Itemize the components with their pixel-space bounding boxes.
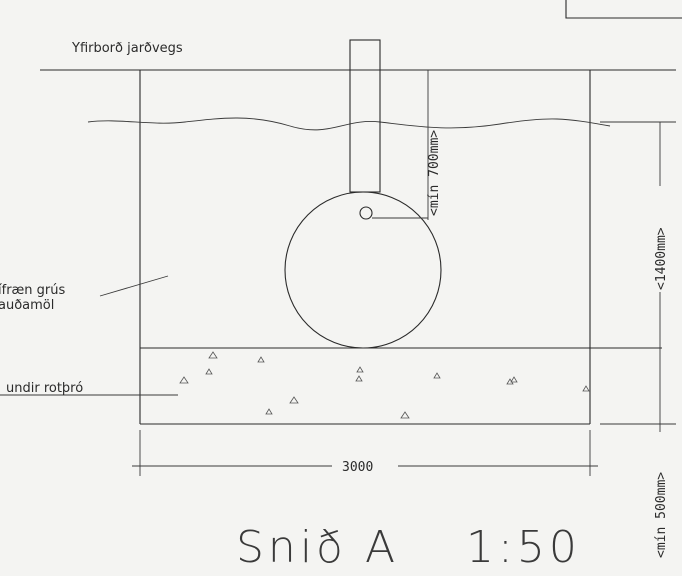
depth-dim: <1400mm>: [654, 227, 669, 290]
tank-outlet: [359, 206, 373, 220]
min-base-dim: <mín 500mm>: [654, 472, 669, 558]
width-dim: 3000: [342, 460, 373, 475]
fill-leader: [99, 275, 169, 297]
title-block-corner: [565, 0, 682, 19]
water-level-line: [87, 117, 611, 131]
bedding-label: undir rotþró: [6, 381, 83, 396]
depth-dim-gap: [650, 186, 670, 292]
fill-label-line1: ífræn grús: [0, 283, 66, 298]
section-title: Snið A: [236, 522, 399, 573]
scale-label: 1:50: [466, 522, 581, 573]
septic-tank: [284, 191, 442, 349]
gravel-symbols: [179, 351, 590, 419]
ground-surface-label: Yfirborð jarðvegs: [71, 41, 183, 56]
min-cover-dim: <mín 700mm>: [427, 130, 442, 216]
riser-pipe: [349, 39, 381, 193]
fill-label-line2: auðamöl: [0, 298, 54, 313]
